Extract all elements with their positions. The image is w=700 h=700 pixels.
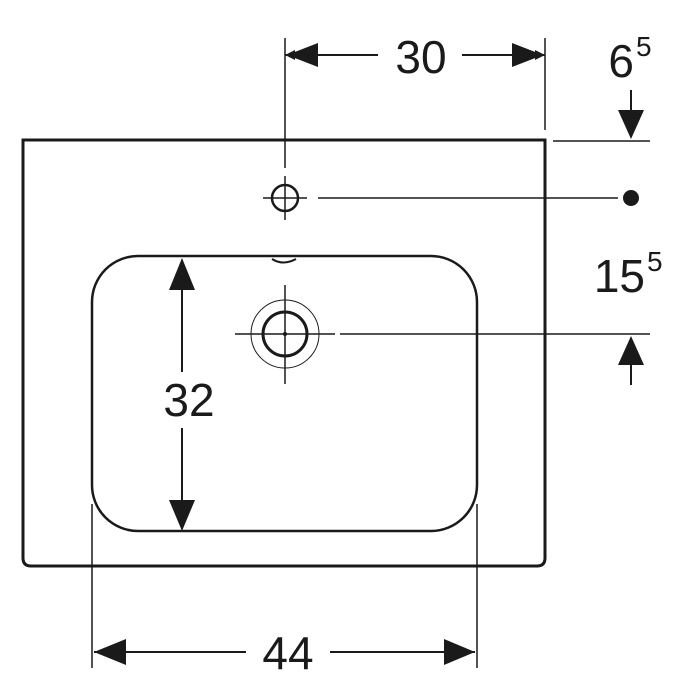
arrow-left-icon bbox=[94, 639, 126, 665]
arrow-right-icon bbox=[444, 639, 475, 665]
dimension-label-tap-offset: 30 bbox=[395, 31, 446, 83]
dimension-label-tap-to-drain-sup: 5 bbox=[647, 246, 663, 277]
tap-hole-symbol bbox=[263, 176, 307, 220]
dimension-label-bowl-depth: 32 bbox=[163, 374, 214, 426]
drain-symbol bbox=[235, 285, 335, 384]
arrow-up-icon bbox=[618, 336, 644, 365]
dimension-label-tap-to-drain: 15 bbox=[594, 250, 645, 302]
extension-lines bbox=[91, 38, 650, 668]
arrow-up-icon bbox=[169, 258, 195, 290]
bowl-outline bbox=[90, 254, 479, 533]
dimension-label-back-edge-sup: 5 bbox=[636, 31, 652, 62]
arrow-down-icon bbox=[618, 110, 644, 139]
basin-outline bbox=[21, 138, 547, 568]
tap-axis-dot bbox=[623, 190, 639, 206]
dimension-label-bowl-width: 44 bbox=[262, 627, 313, 679]
dimension-label-back-edge: 6 bbox=[608, 35, 634, 87]
arrow-down-icon bbox=[169, 500, 195, 531]
overflow-slot bbox=[271, 258, 297, 264]
